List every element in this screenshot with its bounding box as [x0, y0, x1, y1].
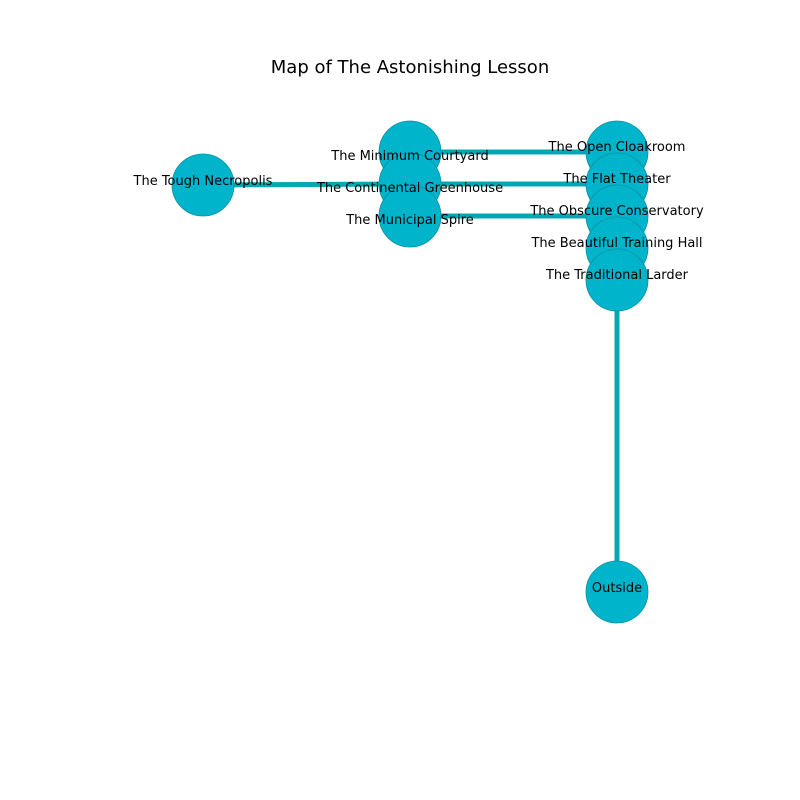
diagram-title: Map of The Astonishing Lesson — [271, 57, 549, 78]
room-node-municipal-spire — [378, 184, 442, 248]
room-node-outside — [585, 560, 649, 624]
room-label-minimum-courtyard: The Minimum Courtyard — [330, 149, 488, 164]
room-label-municipal-spire: The Municipal Spire — [345, 213, 474, 228]
room-label-outside: Outside — [592, 581, 642, 596]
room-label-beautiful-training-hall: The Beautiful Training Hall — [530, 236, 702, 251]
room-label-flat-theater: The Flat Theater — [562, 172, 671, 187]
room-label-continental-greenhouse: The Continental Greenhouse — [316, 181, 503, 196]
room-label-tough-necropolis: The Tough Necropolis — [133, 174, 273, 189]
room-node-traditional-larder — [585, 248, 649, 312]
connection-tough-necropolis-to-continental-greenhouse — [202, 181, 411, 188]
connections-layer — [202, 149, 620, 592]
room-label-obscure-conservatory: The Obscure Conservatory — [529, 204, 704, 219]
room-node-tough-necropolis — [171, 153, 235, 217]
room-label-open-cloakroom: The Open Cloakroom — [548, 140, 686, 155]
room-label-traditional-larder: The Traditional Larder — [545, 268, 689, 283]
rooms-layer — [171, 120, 649, 624]
room-labels-layer: The Tough Necropolis The Minimum Courtyar… — [133, 140, 704, 596]
